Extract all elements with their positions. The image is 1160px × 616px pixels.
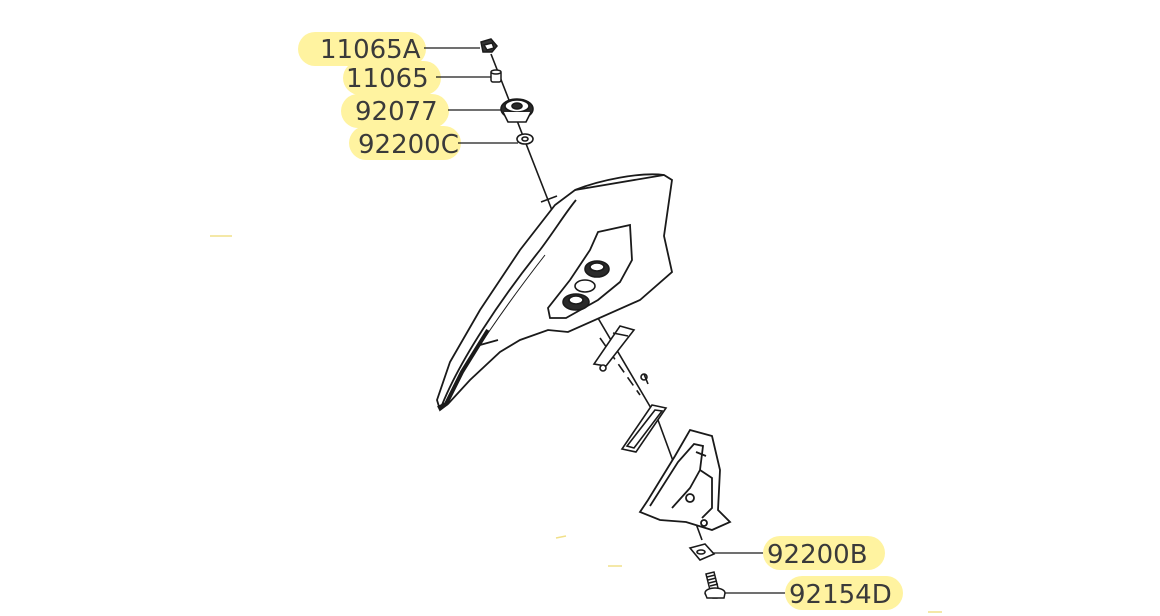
cap-nut-11065A [480, 38, 498, 53]
bolt-92154D [704, 571, 726, 599]
lower-bracket [638, 428, 732, 531]
mounting-plate [592, 325, 649, 385]
highlight-92077 [341, 94, 449, 128]
highlight-11065A [298, 32, 426, 66]
highlight-92200C [349, 126, 461, 160]
leader-lines [424, 47, 785, 594]
label-highlights [298, 32, 903, 610]
part-label-92200C: 92200C [358, 130, 459, 160]
collar-11065 [490, 69, 502, 83]
part-label-92077: 92077 [355, 97, 438, 127]
part-labels: 11065A 11065 92077 92200C 92200B 92154D [320, 35, 892, 610]
fender-bushings [562, 260, 610, 311]
washer-92200B [688, 543, 716, 561]
washer-92200C [516, 133, 534, 145]
highlight-11065 [343, 61, 441, 95]
part-label-11065: 11065 [346, 64, 429, 94]
scan-specks [210, 235, 942, 613]
highlight-92200B [763, 536, 885, 570]
part-label-92154D: 92154D [789, 580, 892, 610]
grommet-92077 [500, 98, 534, 123]
part-label-11065A: 11065A [320, 35, 421, 65]
gasket-strip [620, 404, 668, 453]
fender-body [436, 173, 673, 412]
highlight-92154D [785, 576, 903, 610]
part-label-92200B: 92200B [767, 540, 868, 570]
